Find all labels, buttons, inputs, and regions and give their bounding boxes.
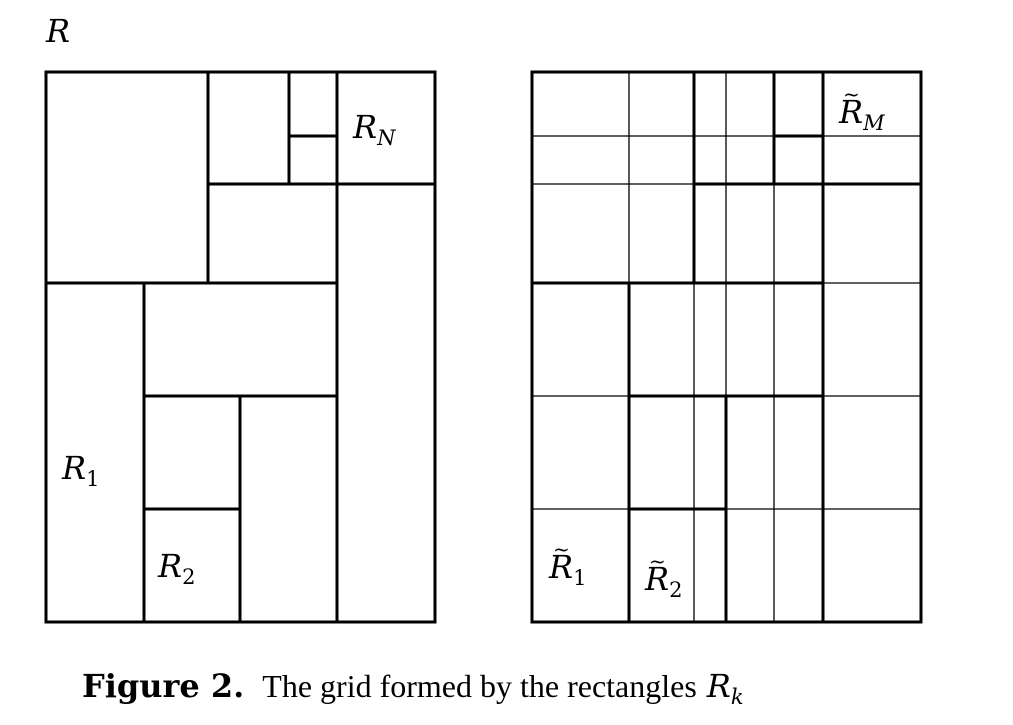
tilde-rt2: ~ bbox=[649, 549, 666, 573]
right-panel: R1 ~ R2 ~ RM ~ bbox=[530, 70, 923, 624]
label-rtm: RM bbox=[838, 93, 885, 135]
top-label: R bbox=[45, 12, 70, 50]
label-rn: RN bbox=[352, 108, 396, 150]
tilde-rt1: ~ bbox=[553, 537, 570, 561]
tilde-rtm: ~ bbox=[843, 82, 860, 106]
right-original-boundaries bbox=[530, 70, 923, 624]
label-r1: R1 bbox=[61, 449, 99, 491]
caption-label: Figure 2. bbox=[82, 667, 244, 705]
caption-math: R bbox=[706, 667, 731, 705]
label-rt1: R1 bbox=[548, 548, 586, 590]
left-panel: R1 R2 RN bbox=[44, 70, 437, 624]
left-partition-lines bbox=[44, 70, 437, 624]
label-r2: R2 bbox=[157, 547, 195, 589]
label-rt2: R2 bbox=[644, 560, 682, 602]
caption-math-sub: k bbox=[731, 685, 744, 709]
caption-text: The grid formed by the rectangles bbox=[262, 668, 697, 704]
caption: Figure 2. The grid formed by the rectangl… bbox=[82, 667, 744, 709]
